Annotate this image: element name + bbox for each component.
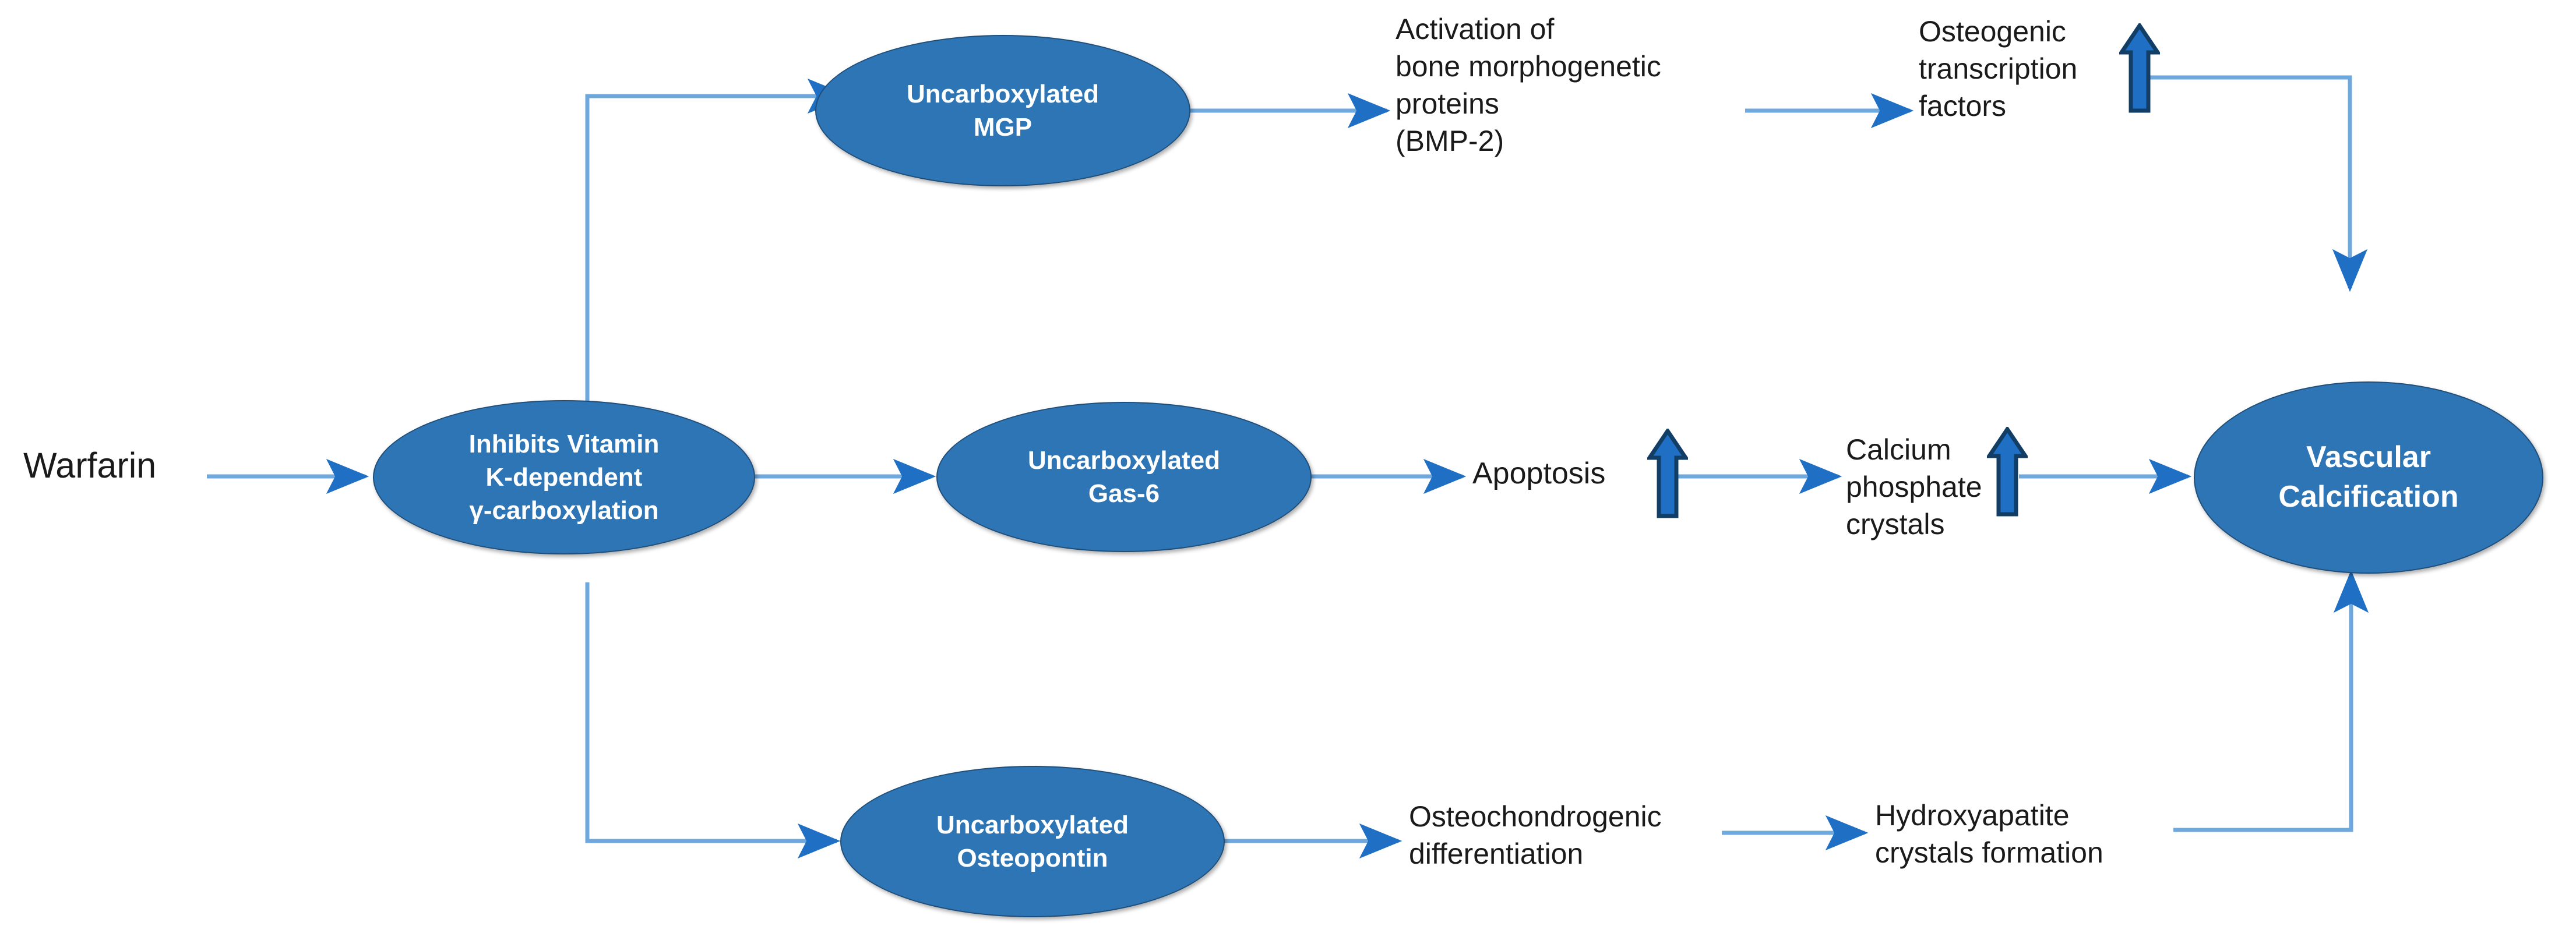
node-line: Inhibits Vitamin [468, 429, 660, 458]
increase-up-arrow-icon-calcium [1987, 427, 2028, 517]
node-line: Vascular [2306, 440, 2431, 475]
edge-inhibits-to-osteopontin [585, 582, 841, 859]
node-line: Uncarboxylated [906, 79, 1100, 108]
node-line: Uncarboxylated [1027, 446, 1221, 475]
start-label-warfarin: Warfarin [23, 446, 157, 485]
node-line: Calcification [2278, 480, 2459, 514]
node-inhibits-vitamin-k-carboxylation[interactable]: Inhibits Vitamin K-dependent γ-carboxyla… [373, 400, 755, 554]
node-line: Osteopontin [957, 844, 1108, 872]
node-line: γ-carboxylation [469, 496, 659, 525]
node-vascular-calcification[interactable]: Vascular Calcification [2194, 381, 2543, 574]
label-calcium-phosphate-crystals: Calcium phosphate crystals [1846, 433, 1982, 540]
node-line: Gas-6 [1088, 479, 1160, 508]
node-line: K-dependent [485, 462, 643, 492]
node-uncarboxylated-mgp[interactable]: Uncarboxylated MGP [815, 35, 1190, 186]
node-uncarboxylated-gas6[interactable]: Uncarboxylated Gas-6 [936, 402, 1312, 552]
label-hydroxyapatite-crystals-formation: Hydroxyapatite crystals formation [1875, 799, 2103, 869]
node-line: Uncarboxylated [936, 810, 1129, 839]
label-osteochondrogenic-differentiation: Osteochondrogenic differentiation [1409, 800, 1662, 870]
node-line: MGP [973, 113, 1032, 142]
edge-osteogenic-to-vascalc [2150, 75, 2368, 292]
label-bmp-activation: Activation of bone morphogenetic protein… [1396, 13, 1661, 157]
edge-hydroxyapatite-to-vascalc [2173, 570, 2369, 832]
increase-up-arrow-icon-osteogenic [2119, 23, 2160, 113]
edge-inhibits-to-mgp [585, 78, 851, 408]
node-uncarboxylated-osteopontin[interactable]: Uncarboxylated Osteopontin [840, 766, 1225, 917]
label-osteogenic-transcription-factors: Osteogenic transcription factors [1919, 15, 2078, 122]
increase-up-arrow-icon-apoptosis [1647, 429, 1688, 518]
label-apoptosis: Apoptosis [1472, 457, 1606, 490]
